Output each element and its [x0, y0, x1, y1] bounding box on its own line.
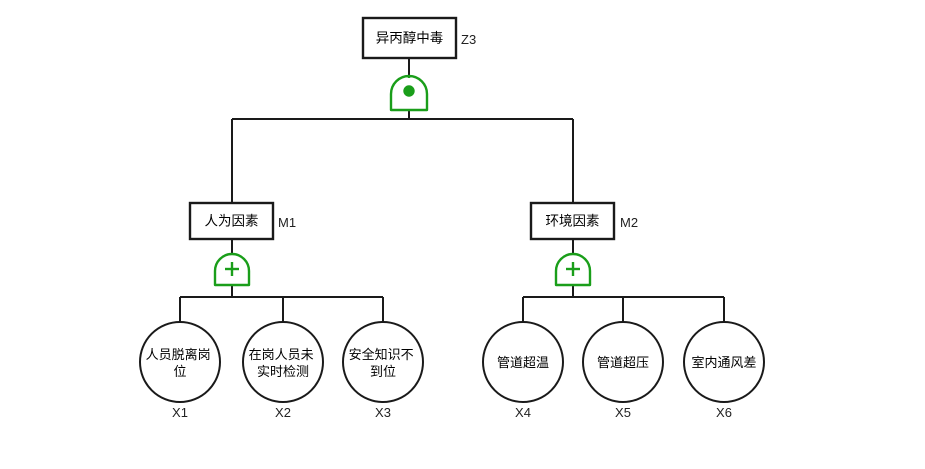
gate-m1-or[interactable]: [213, 252, 251, 287]
x3-id: X3: [375, 405, 391, 420]
x3-circle[interactable]: [342, 321, 424, 403]
x5-label: 管道超压: [597, 355, 649, 370]
m2-id: M2: [620, 215, 638, 230]
x1-label: 人员脱离岗 位: [146, 347, 215, 379]
top-event-box[interactable]: [361, 16, 458, 60]
m1-id: M1: [278, 215, 296, 230]
m2-label: 环境因素: [546, 214, 600, 229]
x6-id: X6: [716, 405, 732, 420]
x6-label: 室内通风差: [691, 355, 756, 370]
basic-event-x1[interactable]: 人员脱离岗 位: [139, 321, 221, 403]
m1-box[interactable]: [188, 201, 275, 241]
x1-id: X1: [172, 405, 188, 420]
top-event-label: 异丙醇中毒: [376, 30, 444, 46]
intermediate-event-m2[interactable]: 环境因素: [529, 201, 616, 241]
basic-event-x2[interactable]: 在岗人员未 实时检测: [242, 321, 324, 403]
x2-circle[interactable]: [242, 321, 324, 403]
intermediate-event-m1[interactable]: 人为因素: [188, 201, 275, 241]
x4-id: X4: [515, 405, 531, 420]
x4-label: 管道超温: [497, 355, 549, 370]
x2-label: 在岗人员未 实时检测: [249, 347, 318, 379]
basic-event-x6[interactable]: 室内通风差: [683, 321, 765, 403]
or-gate-m2-plus-icon: [566, 262, 580, 276]
x2-id: X2: [275, 405, 291, 420]
gate-top-and[interactable]: [389, 74, 429, 112]
m1-label: 人为因素: [205, 214, 259, 229]
or-gate-m1-plus-icon: [225, 262, 239, 276]
basic-event-x4[interactable]: 管道超温: [482, 321, 564, 403]
x1-circle[interactable]: [139, 321, 221, 403]
x5-id: X5: [615, 405, 631, 420]
x6-circle[interactable]: [683, 321, 765, 403]
x3-label: 安全知识不 到位: [349, 347, 418, 379]
basic-event-x3[interactable]: 安全知识不 到位: [342, 321, 424, 403]
x4-circle[interactable]: [482, 321, 564, 403]
edge-group: [179, 58, 725, 322]
gate-m2-or[interactable]: [554, 252, 592, 287]
and-gate-dot-icon: [403, 85, 415, 97]
x5-circle[interactable]: [582, 321, 664, 403]
m2-box[interactable]: [529, 201, 616, 241]
basic-event-x5[interactable]: 管道超压: [582, 321, 664, 403]
top-event-node[interactable]: 异丙醇中毒: [361, 16, 458, 60]
top-event-id: Z3: [461, 32, 476, 47]
